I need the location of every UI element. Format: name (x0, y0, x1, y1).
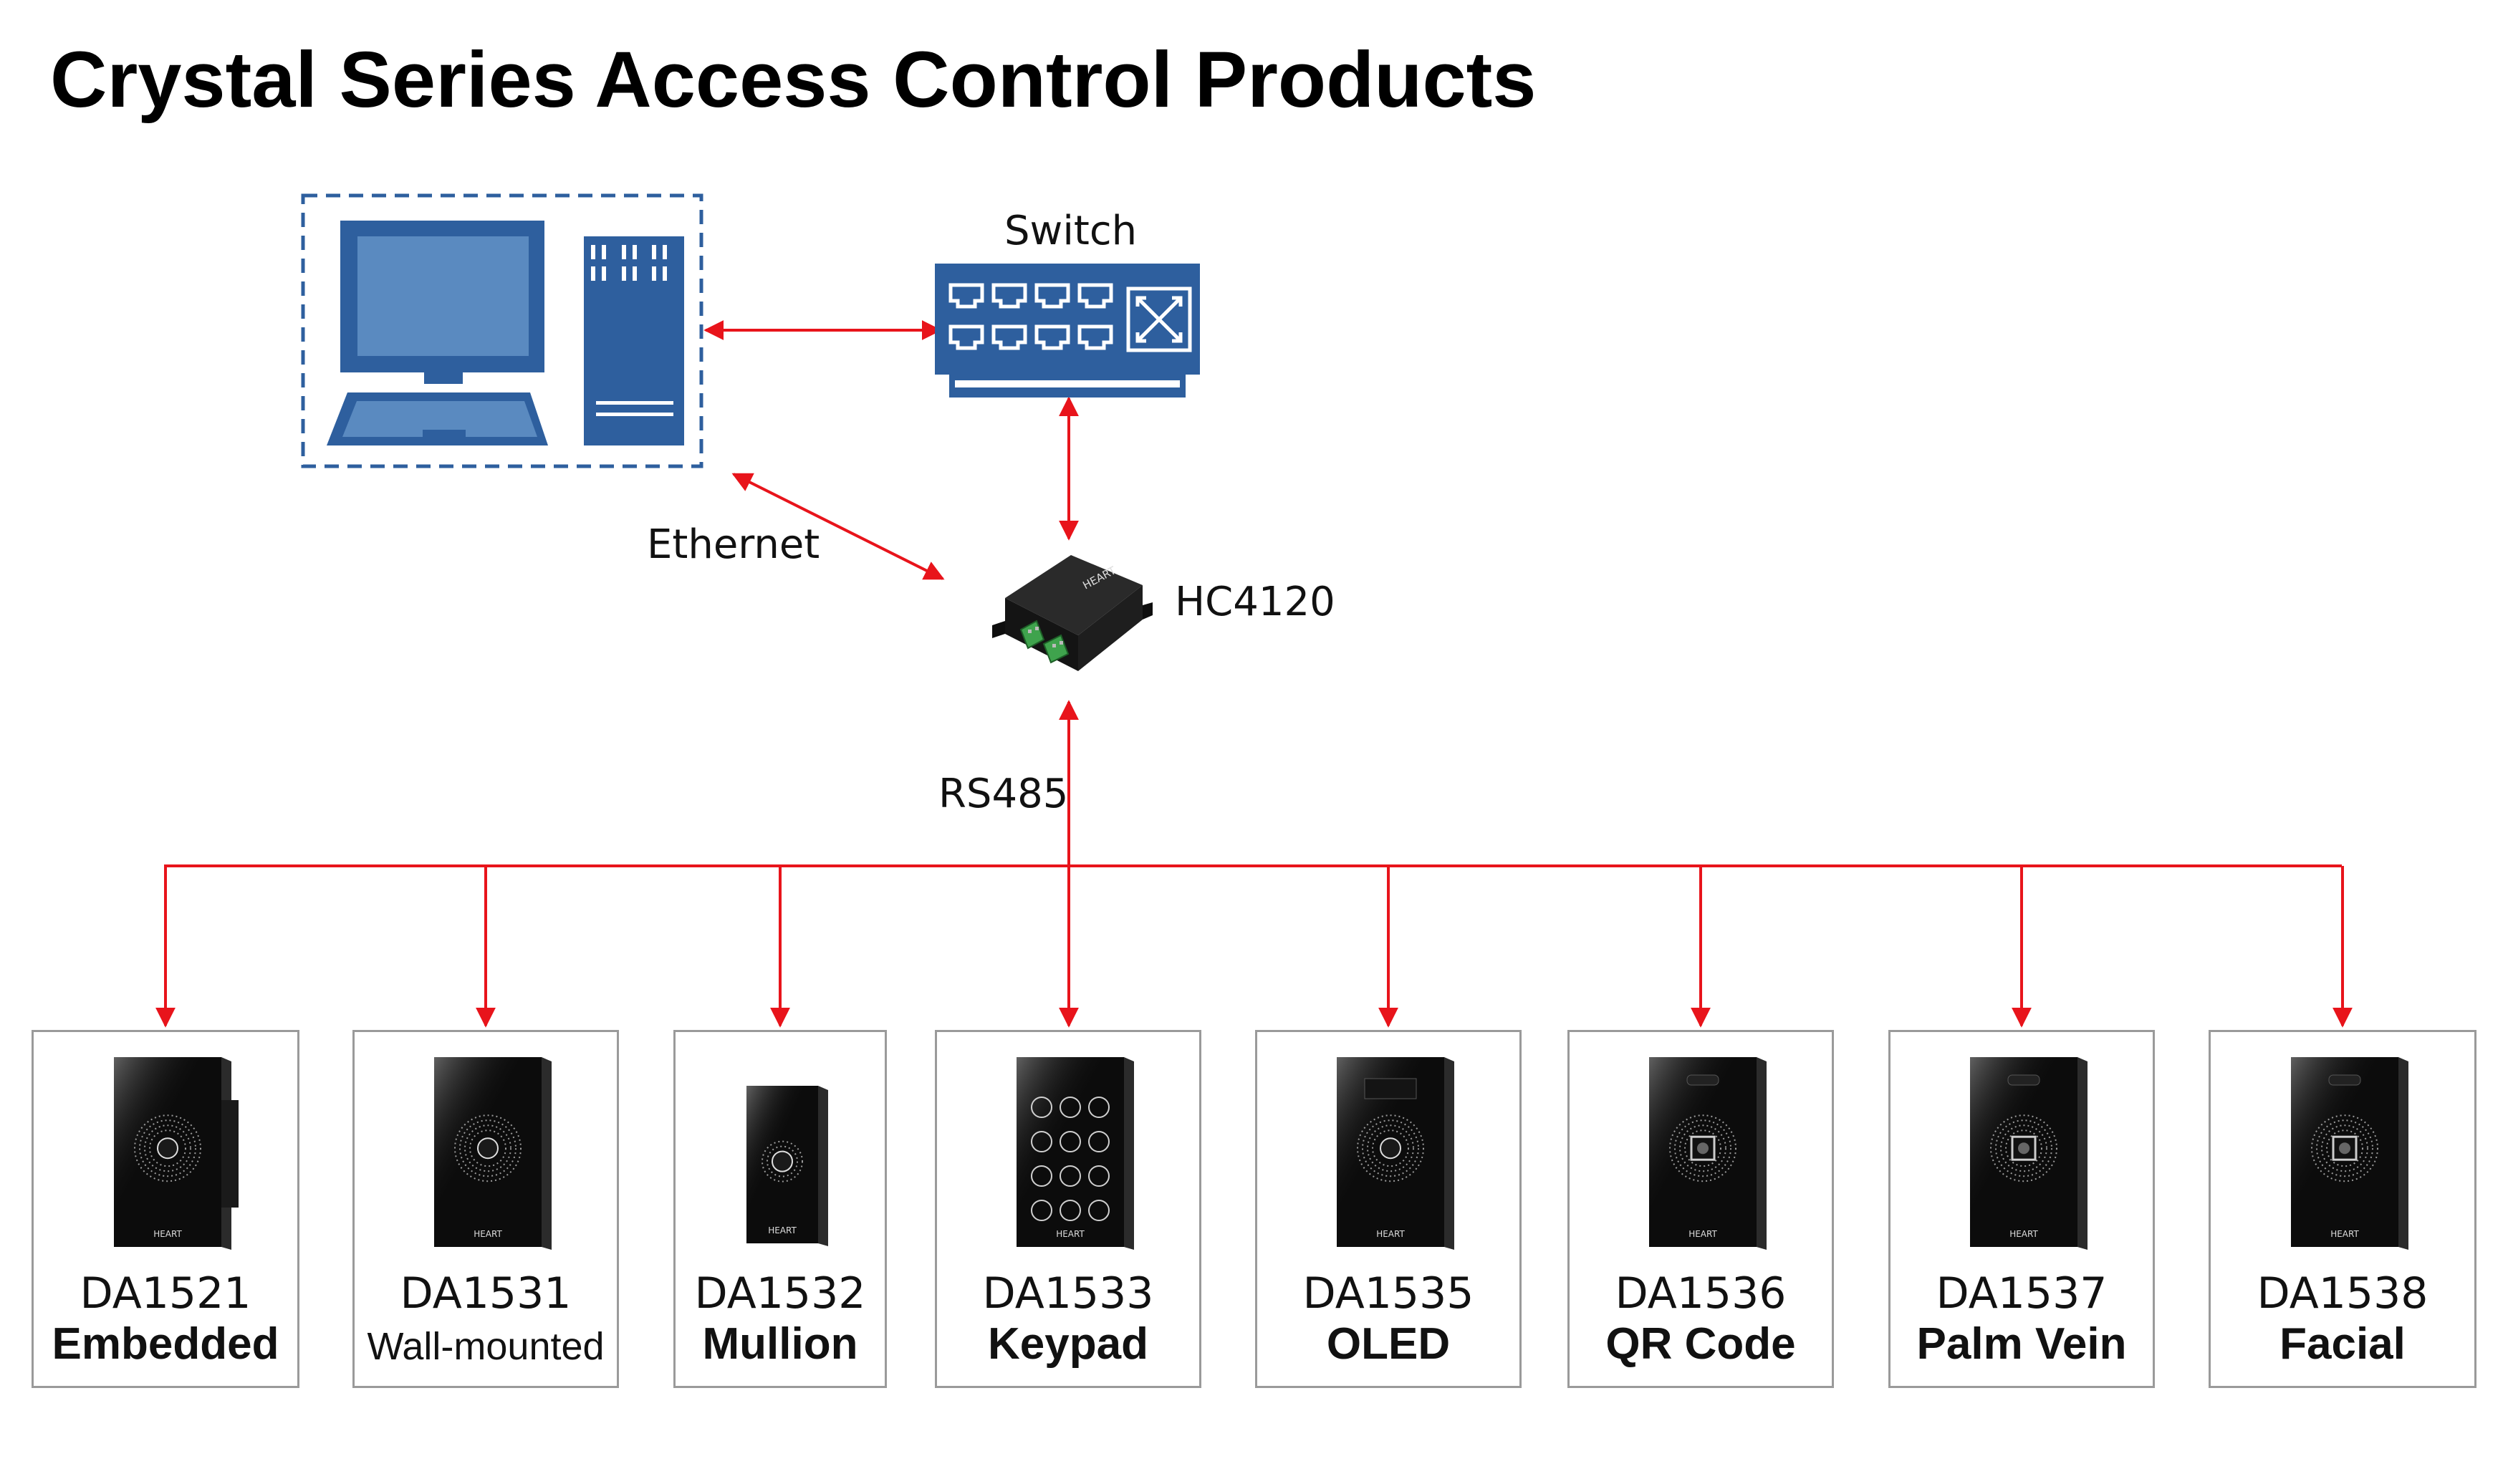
product-type: Keypad (988, 1319, 1148, 1369)
product-type: Mullion (702, 1319, 858, 1369)
product-model: DA1537 (1936, 1268, 2108, 1319)
product-type: OLED (1326, 1319, 1451, 1369)
product-type: Palm Vein (1916, 1319, 2127, 1369)
reader-brand-text: HEART (2330, 1229, 2359, 1239)
product-type: Wall-mounted (367, 1325, 605, 1368)
reader-brand-text: HEART (1688, 1229, 1717, 1239)
reader-device-image: HEART (1649, 1057, 1767, 1250)
network-switch-icon (935, 264, 1200, 398)
reader-brand-text: HEART (1056, 1229, 1085, 1239)
reader-device-image: HEART (1337, 1057, 1454, 1250)
controller-device-icon: HEART (992, 555, 1153, 671)
reader-device-image: HEART (2291, 1057, 2408, 1250)
computer-workstation (301, 193, 703, 468)
product-model: DA1535 (1302, 1268, 1474, 1319)
product-type: Embedded (52, 1319, 279, 1369)
reader-brand-text: HEART (474, 1229, 502, 1239)
product-model: DA1532 (694, 1268, 866, 1319)
reader-brand-text: HEART (153, 1229, 182, 1239)
reader-device-image: HEART (1017, 1057, 1134, 1250)
reader-brand-text: HEART (1376, 1229, 1405, 1239)
product-type: QR Code (1605, 1319, 1796, 1369)
monitor-icon (327, 221, 548, 445)
product-type: Facial (2279, 1319, 2406, 1369)
product-model: DA1531 (400, 1268, 572, 1319)
tower-icon (584, 236, 684, 445)
bus-drops (155, 866, 2353, 1028)
page-title: Crystal Series Access Control Products (50, 36, 1537, 124)
bus-label: RS485 (938, 771, 1069, 817)
reader-brand-text: HEART (768, 1225, 797, 1235)
reader-device-image: HEART (114, 1057, 239, 1250)
product-model: DA1536 (1615, 1268, 1787, 1319)
ethernet-label: Ethernet (647, 521, 820, 568)
switch-label: Switch (1004, 208, 1138, 254)
reader-brand-text: HEART (2009, 1229, 2038, 1239)
product-model: DA1533 (982, 1268, 1154, 1319)
ethernet-link (731, 473, 945, 580)
reader-device-image: HEART (746, 1086, 828, 1246)
product-model: DA1521 (80, 1268, 251, 1319)
reader-device-image: HEART (1970, 1057, 2088, 1250)
controller-label: HC4120 (1175, 579, 1335, 625)
reader-device-image: HEART (434, 1057, 552, 1250)
product-model: DA1538 (2257, 1268, 2428, 1319)
